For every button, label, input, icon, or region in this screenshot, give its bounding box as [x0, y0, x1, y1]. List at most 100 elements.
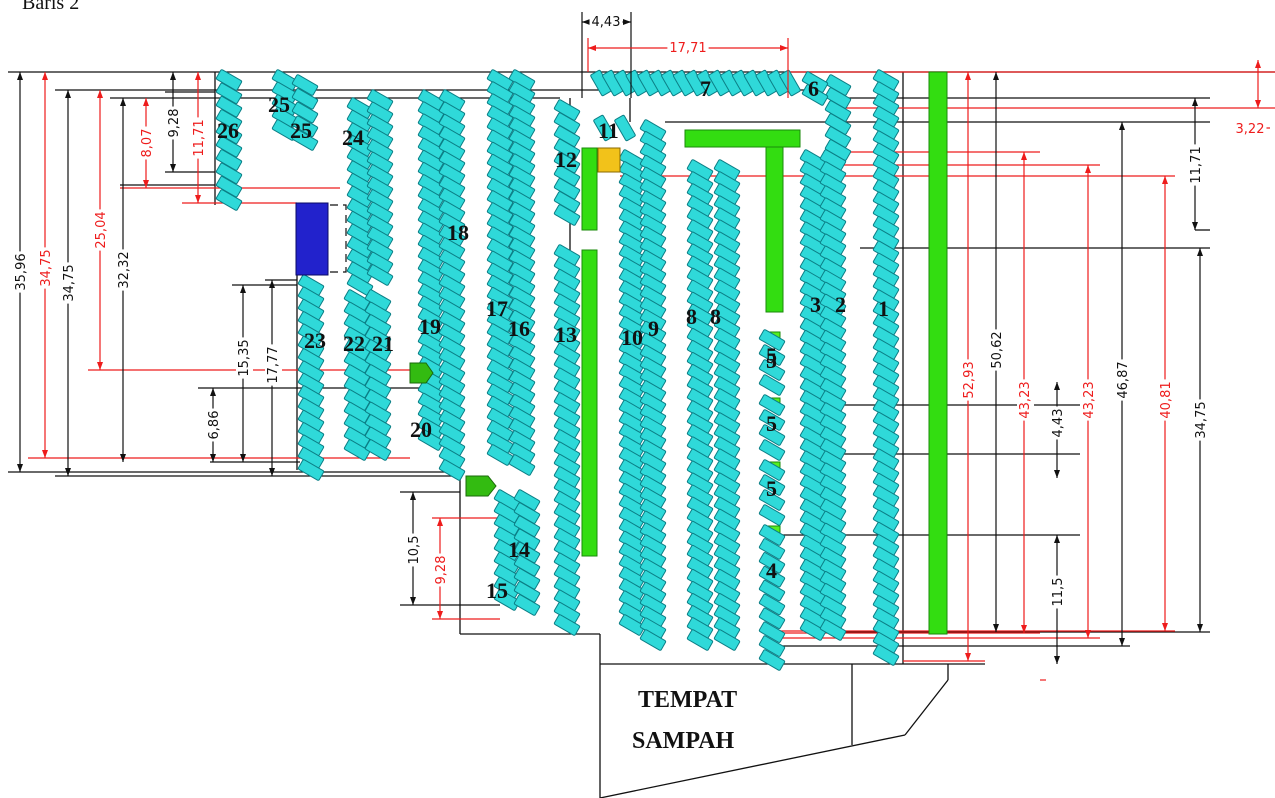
bin-label-line2: SAMPAH: [632, 728, 735, 754]
divider-bar: [928, 71, 948, 635]
entry-sign-lower: [465, 475, 497, 497]
parked-cars: [215, 69, 900, 671]
row-label: 8: [710, 304, 721, 329]
parked-car: [291, 101, 319, 124]
dimension-label-left_black3: 9,28: [167, 109, 182, 138]
row-label: 17: [486, 296, 508, 321]
parked-car: [215, 122, 243, 145]
parked-car: [291, 115, 319, 137]
dimension-label-right_black3: 11,71: [1189, 146, 1204, 183]
parked-car: [215, 149, 243, 171]
row-label: 11: [598, 118, 619, 143]
dimension-label-left_mid1: 15,35: [237, 339, 252, 376]
row-label: 20: [410, 417, 432, 442]
parked-car: [758, 579, 786, 602]
bin-label-line1: TEMPAT: [638, 687, 737, 713]
parked-car: [291, 129, 319, 151]
parked-car: [614, 114, 636, 142]
parked-car: [215, 95, 243, 118]
entry-sign-upper: [409, 362, 434, 384]
row-label: 6: [808, 76, 819, 101]
parked-car: [758, 439, 786, 461]
parked-car: [758, 565, 786, 588]
row-label: 22: [343, 331, 365, 356]
parked-car: [215, 109, 243, 131]
page-header: Baris 2: [22, 0, 80, 14]
parked-car: [513, 594, 541, 616]
dimension-label-right_small2: 11,5: [1051, 578, 1066, 607]
dimension-label-right_red3: 43,23: [1082, 381, 1097, 418]
parked-car: [291, 88, 319, 110]
row-label: 18: [447, 220, 469, 245]
parked-car: [758, 649, 786, 671]
dimension-label-left_red3: 8,07: [140, 129, 155, 158]
parked-car: [758, 424, 786, 446]
row-label: 1: [878, 296, 889, 321]
row-label: 5: [766, 411, 777, 436]
parked-car: [801, 84, 829, 106]
row-label: 9: [648, 316, 659, 341]
parked-car: [438, 459, 466, 481]
row-label: 25: [268, 92, 290, 117]
yellow-marker: [597, 147, 621, 173]
row-label: 5: [766, 348, 777, 373]
row-label: 4: [766, 558, 777, 583]
parked-car: [758, 394, 786, 416]
dimension-label-lower_red: 9,28: [434, 556, 449, 585]
row-label: 3: [810, 292, 821, 317]
parked-car: [215, 82, 243, 105]
parked-car: [291, 74, 319, 96]
dimension-label-right_red4: 40,81: [1159, 381, 1174, 418]
parked-car: [758, 329, 786, 351]
parked-car: [215, 69, 243, 91]
dimension-label-left_red2: 25,04: [94, 211, 109, 248]
divider-bar: [765, 146, 784, 313]
dimension-label-right_red5: 3,22: [1236, 122, 1265, 137]
divider-bar: [581, 249, 598, 557]
parked-car: [758, 607, 786, 630]
parked-car: [758, 344, 786, 366]
parked-car: [758, 552, 786, 574]
dimension-label-top_gap: 4,43: [592, 15, 621, 30]
dimension-label-left_red: 34,75: [39, 249, 54, 286]
parked-car: [758, 474, 786, 496]
dimension-label-lower_black: 10,5: [407, 536, 422, 565]
row-labels: 1234555567889101112131415161718192021222…: [217, 76, 889, 603]
parked-car: [639, 629, 667, 651]
row-label: 15: [486, 578, 508, 603]
row-label: 16: [508, 316, 530, 341]
parked-car: [758, 593, 786, 616]
dimension-label-right_black2: 46,87: [1116, 361, 1131, 398]
dimension-label-left_mid2: 17,77: [266, 346, 281, 383]
parked-car: [553, 614, 581, 636]
row-label: 2: [835, 292, 846, 317]
parked-car: [758, 489, 786, 511]
ticket-booth: [295, 202, 329, 276]
parked-car: [758, 524, 786, 546]
red-guide-lines: [28, 71, 1275, 681]
row-label: 5: [766, 343, 777, 368]
parked-car: [343, 439, 371, 461]
dimension-label-right_black4: 34,75: [1194, 401, 1209, 438]
row-label: 13: [555, 322, 577, 347]
parked-car: [686, 629, 714, 651]
parked-car: [758, 538, 786, 560]
row-label: 19: [419, 314, 441, 339]
parked-car: [366, 264, 394, 286]
parked-car: [215, 162, 243, 185]
dimension-label-right_small1: 4,43: [1051, 409, 1066, 438]
parked-car: [364, 439, 392, 461]
row-label: 25: [290, 118, 312, 143]
parked-car: [618, 614, 646, 636]
row-label: 24: [342, 125, 364, 150]
parked-car: [713, 629, 741, 651]
divider-bar: [581, 147, 598, 231]
dimension-label-left_mid3: 6,86: [207, 411, 222, 440]
row-label: 21: [372, 331, 394, 356]
row-label: 7: [700, 76, 711, 101]
row-label: 8: [686, 304, 697, 329]
parked-car: [799, 619, 827, 641]
dimension-label-left_outer: 35,96: [14, 253, 29, 290]
